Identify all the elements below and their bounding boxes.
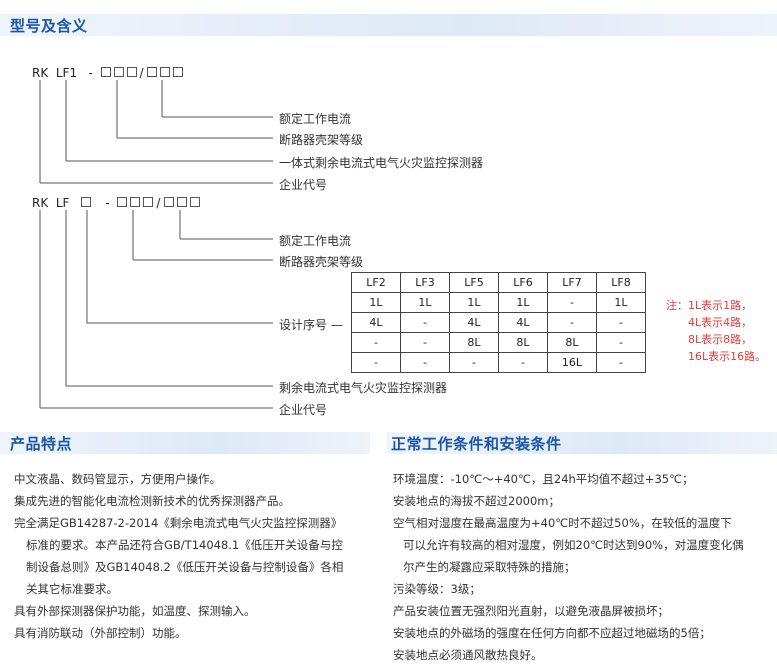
condition-line: 空气相对湿度在最高温度为+40℃时不超过50%，在较低的温度下	[393, 516, 732, 530]
table-cell: -	[547, 292, 597, 313]
placeholder-box	[173, 67, 184, 77]
placeholder-box	[147, 67, 158, 77]
model1-dash: -	[88, 66, 93, 80]
model2-code: RK LF - /	[32, 196, 203, 210]
section-title-bar	[387, 432, 777, 454]
condition-line: 产品安装位置无强烈阳光直射，以避免液晶屏被损坏；	[393, 604, 669, 618]
condition-line: 环境温度：-10℃～+40℃，且24h平均值不超过+35℃；	[393, 472, 694, 486]
model1-code: RK LF1 - /	[32, 66, 186, 80]
placeholder-box	[80, 197, 91, 207]
table-cell: -	[400, 312, 450, 333]
feature-line: 标准的要求。本产品还符合GB/T14048.1《低压开关设备与控	[26, 538, 343, 552]
placeholder-box	[164, 197, 175, 207]
table-row: 4L - 4L 4L - -	[351, 312, 646, 333]
table-cell: -	[547, 312, 597, 333]
placeholder-box	[143, 197, 154, 207]
feature-line: 制设备总则》及GB14048.2《低压开关设备与控制设备》各相	[26, 560, 344, 574]
table-cell: 4L	[498, 312, 548, 333]
model1-lf: LF1	[55, 66, 78, 80]
section-title-bar	[0, 14, 777, 36]
table-note-line: 注：1L表示1路，	[666, 299, 753, 312]
condition-line: 可以允许有较高的相对湿度，例如20℃时达到90%，对温度变化偶	[403, 538, 744, 552]
model2-desc-frame: 断路器壳架等级	[279, 255, 364, 269]
table-note-line: 16L表示16路。	[688, 350, 767, 363]
placeholder-box	[190, 197, 201, 207]
model1-rk: RK	[32, 66, 49, 80]
table-cell: 8L	[547, 332, 597, 353]
model2-rk: RK	[32, 196, 49, 210]
feature-line: 关其它标准要求。	[26, 582, 118, 596]
feature-line: 具有消防联动（外部控制）功能。	[14, 626, 187, 640]
placeholder-box	[130, 197, 141, 207]
table-cell: 16L	[547, 352, 597, 373]
table-header-cell: LF5	[449, 272, 499, 293]
section-title-model: 型号及含义	[10, 17, 88, 35]
table-note-line: 8L表示8路，	[688, 333, 753, 346]
model2-desc-current: 额定工作电流	[279, 234, 352, 248]
feature-line: 具有外部探测器保护功能，如温度、探测输入。	[14, 604, 256, 618]
model1-desc-current: 额定工作电流	[279, 112, 352, 126]
feature-line: 中文液晶、数码管显示，方便用户操作。	[14, 472, 221, 486]
placeholder-box	[177, 197, 188, 207]
table-header-cell: LF2	[351, 272, 401, 293]
table-cell: -	[449, 352, 499, 373]
model2-dash: -	[105, 196, 110, 210]
table-cell: 1L	[498, 292, 548, 313]
table-cell: 8L	[498, 332, 548, 353]
model1-slash: /	[139, 66, 144, 80]
table-header-cell: LF3	[400, 272, 450, 293]
table-cell: -	[400, 352, 450, 373]
model1-desc-frame: 断路器壳架等级	[279, 133, 364, 147]
table-header-row: LF2 LF3 LF5 LF6 LF7 LF8	[351, 272, 646, 293]
table-cell: -	[351, 332, 401, 353]
table-cell: 1L	[400, 292, 450, 313]
model2-desc-detector: 剩余电流式电气火灾监控探测器	[279, 381, 448, 395]
placeholder-box	[113, 67, 124, 77]
table-cell: 4L	[351, 312, 401, 333]
table-row: - - 8L 8L 8L -	[351, 332, 646, 353]
table-cell: -	[400, 332, 450, 353]
table-row: - - - - 16L -	[351, 352, 646, 373]
model1-desc-detector: 一体式剩余电流式电气火灾监控探测器	[279, 156, 484, 170]
series-table: LF2 LF3 LF5 LF6 LF7 LF8 1L 1L 1L 1L - 1L…	[351, 272, 646, 373]
table-header-cell: LF7	[547, 272, 597, 293]
condition-line: 污染等级：3级；	[393, 582, 481, 596]
condition-line: 安装地点的海拔不超过2000m；	[393, 494, 560, 508]
feature-line: 集成先进的智能化电流检测新技术的优秀探测器产品。	[14, 494, 290, 508]
section-title-conditions: 正常工作条件和安装条件	[391, 435, 562, 453]
table-header-cell: LF8	[596, 272, 646, 293]
table-cell: -	[351, 352, 401, 373]
table-header-cell: LF6	[498, 272, 548, 293]
section-title-features: 产品特点	[10, 435, 73, 453]
table-cell: -	[596, 352, 646, 373]
table-cell: -	[596, 312, 646, 333]
table-cell: 8L	[449, 332, 499, 353]
table-cell: 1L	[449, 292, 499, 313]
model2-desc-company: 企业代号	[279, 403, 328, 417]
table-row: 1L 1L 1L 1L - 1L	[351, 292, 646, 313]
table-cell: 4L	[449, 312, 499, 333]
model1-desc-company: 企业代号	[279, 178, 328, 192]
condition-line: 安装地点的外磁场的强度在任何方向都不应超过地磁场的5倍；	[393, 626, 711, 640]
table-cell: 1L	[351, 292, 401, 313]
section-title-bar	[0, 432, 370, 454]
model2-lf: LF	[55, 196, 70, 210]
condition-line: 安装地点必须通风散热良好。	[393, 648, 543, 662]
placeholder-box	[100, 67, 111, 77]
placeholder-box	[160, 67, 171, 77]
table-cell: -	[498, 352, 548, 373]
table-note-line: 4L表示4路，	[688, 316, 753, 329]
placeholder-box	[117, 197, 128, 207]
model2-desc-serial: 设计序号 —	[279, 318, 343, 332]
placeholder-box	[126, 67, 137, 77]
model2-slash: /	[156, 196, 161, 210]
table-cell: 1L	[596, 292, 646, 313]
condition-line: 尔产生的凝露应采取特殊的措施；	[403, 560, 576, 574]
feature-line: 完全满足GB14287-2-2014《剩余电流式电气火灾监控探测器》	[14, 516, 343, 530]
table-cell: -	[596, 332, 646, 353]
